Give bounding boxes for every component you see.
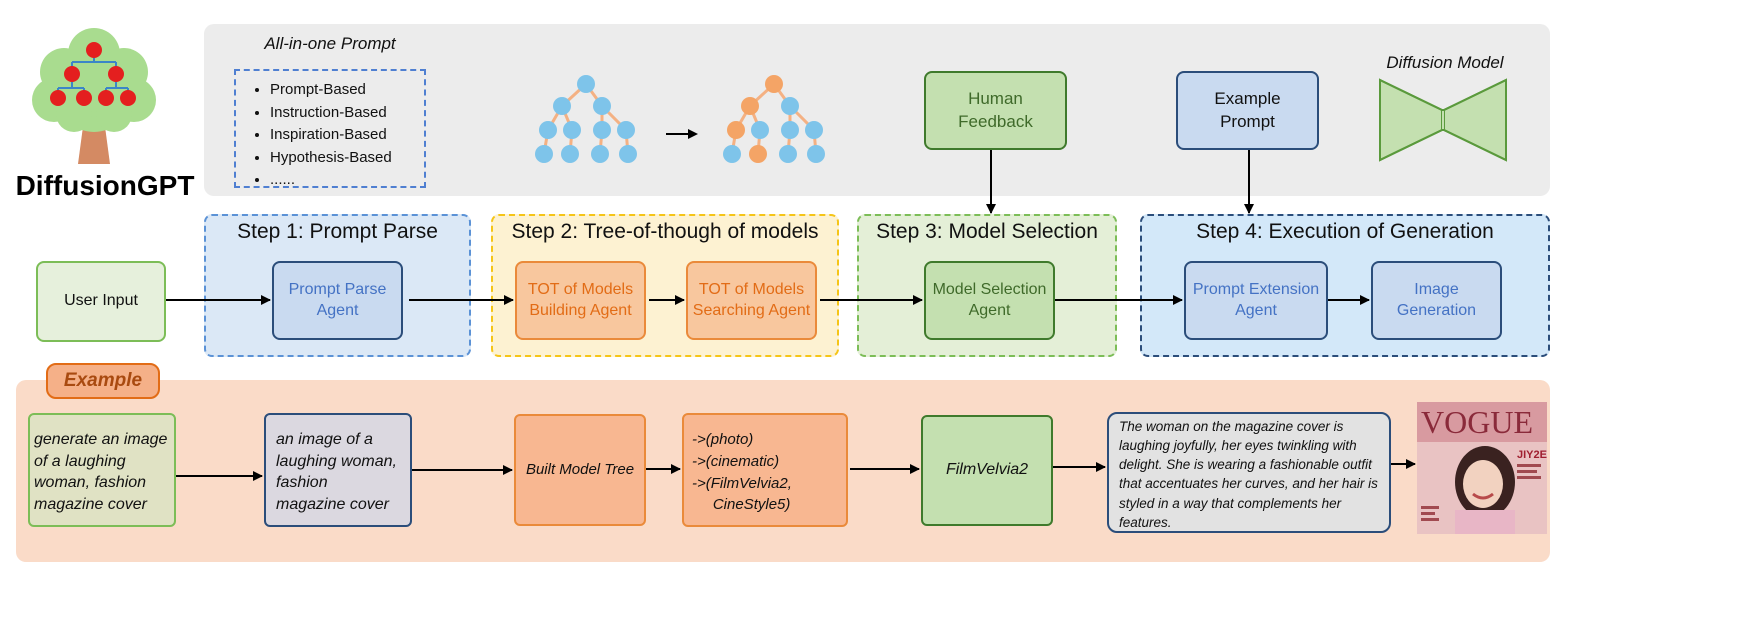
tree-node [741,97,759,115]
magazine-cover-image: VOGUE JIY2E [1417,402,1547,534]
cover-title-text: VOGUE [1421,404,1533,440]
tree-node [765,75,783,93]
tree-node [779,145,797,163]
prompt-types-list: Prompt-BasedInstruction-BasedInspiration… [246,79,424,192]
user-input-box: User Input [36,261,166,342]
tree-node [591,145,609,163]
prompt-types-box: Prompt-BasedInstruction-BasedInspiration… [234,69,426,188]
tree-node [593,121,611,139]
top-panel [204,24,1550,196]
tree-node [781,121,799,139]
search-path-box: ->(photo) ->(cinematic) ->(FilmVelvia2, … [682,413,848,527]
prompt-type-item: ...... [270,169,424,192]
human-feedback-box: Human Feedback [924,71,1067,150]
tree-node [805,121,823,139]
tree-node [749,145,767,163]
all-in-one-title: All-in-one Prompt [264,34,396,53]
prompt-type-item: Hypothesis-Based [270,147,424,170]
example-parsed-box: an image of a laughing woman, fashion ma… [264,413,412,527]
cover-subtext: JIY2E [1517,449,1547,461]
step2-title: Step 2: Tree-of-though of models [511,220,819,243]
tree-node [617,121,635,139]
diffusion-model-icon [1379,78,1507,162]
tree-node [553,97,571,115]
prompt-type-item: Instruction-Based [270,102,424,125]
app-title: DiffusionGPT [15,170,195,201]
tree-node [563,121,581,139]
tree-node [751,121,769,139]
tree-node [577,75,595,93]
selected-model-box: FilmVelvia2 [921,415,1053,526]
example-prompt-box: Example Prompt [1176,71,1319,150]
tot-searching-agent: TOT of Models Searching Agent [686,261,817,340]
prompt-extension-agent: Prompt Extension Agent [1184,261,1328,340]
image-generation-box: Image Generation [1371,261,1502,340]
tree-node [619,145,637,163]
tree-node [727,121,745,139]
prompt-type-item: Prompt-Based [270,79,424,102]
tree-logo-icon [32,28,156,164]
example-input-box: generate an image of a laughing woman, f… [28,413,176,527]
tree-node [561,145,579,163]
step4-title: Step 4: Execution of Generation [1196,220,1494,243]
tree-node [535,145,553,163]
extended-prompt-box: The woman on the magazine cover is laugh… [1107,412,1391,533]
tree-node [593,97,611,115]
prompt-type-item: Inspiration-Based [270,124,424,147]
prompt-parse-agent: Prompt Parse Agent [272,261,403,340]
tree-node [781,97,799,115]
tree-node [723,145,741,163]
tree-node [539,121,557,139]
step3-title: Step 3: Model Selection [876,220,1098,243]
tot-building-agent: TOT of Models Building Agent [515,261,646,340]
tree-diagram [535,75,825,163]
step1-title: Step 1: Prompt Parse [237,220,438,243]
tree-node [807,145,825,163]
example-label: Example [46,363,160,399]
built-model-tree-box: Built Model Tree [514,414,646,526]
diffusion-model-label: Diffusion Model [1386,53,1504,72]
model-selection-agent: Model Selection Agent [924,261,1055,340]
